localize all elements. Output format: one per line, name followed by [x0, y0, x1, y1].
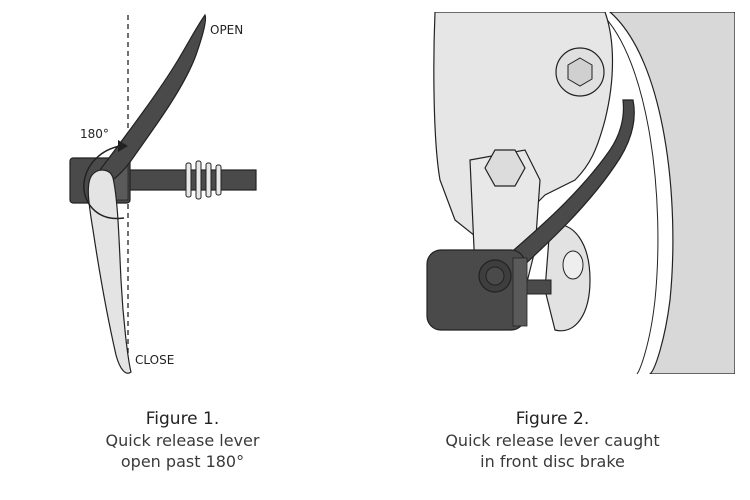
hex-nut — [484, 149, 526, 187]
figure-2-illustration — [375, 0, 750, 400]
close-lever — [87, 169, 132, 374]
label-close: CLOSE — [135, 353, 174, 367]
figure-1-illustration: OPEN CLOSE 180° — [0, 0, 375, 400]
figure-1-title: Figure 1. — [145, 409, 220, 429]
disc-brake-diagram — [426, 12, 735, 374]
figure-2-line-2: in front disc brake — [480, 452, 625, 471]
hub — [544, 223, 591, 332]
quick-release-lever-diagram: OPEN CLOSE 180° — [69, 13, 257, 374]
figure-1-line-1: Quick release lever — [105, 431, 260, 450]
figure-2-title: Figure 2. — [515, 409, 590, 429]
open-lever — [99, 13, 207, 186]
skewer-rod — [127, 169, 257, 191]
figure-2-line-1: Quick release lever caught — [445, 431, 660, 450]
skewer-spring — [185, 160, 222, 200]
figure-1-line-2: open past 180° — [120, 452, 245, 471]
brake-rotor — [609, 12, 735, 374]
figure-2-caption: Figure 2. Quick release lever caught in … — [365, 408, 740, 472]
cam-head — [426, 249, 526, 331]
rotation-arrowhead — [118, 140, 128, 152]
label-open: OPEN — [210, 23, 243, 37]
figure-1-caption: Figure 1. Quick release lever open past … — [0, 408, 370, 472]
label-angle: 180° — [80, 127, 109, 141]
rotation-arrow — [83, 145, 125, 220]
